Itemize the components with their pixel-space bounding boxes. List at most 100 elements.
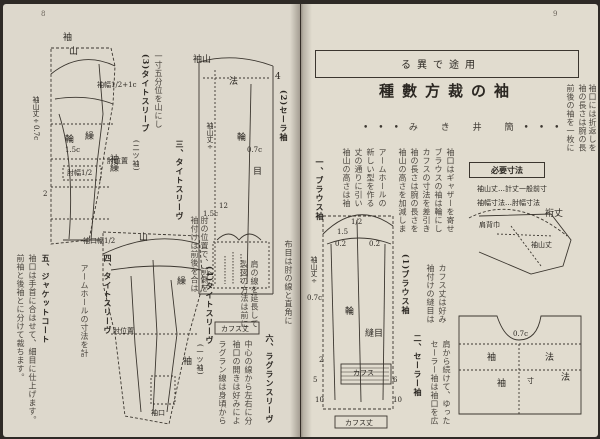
body-text: 肩から続けて、ゆったりと作ります。 xyxy=(442,340,451,425)
body-text: 袖口には折返しをつけます。 xyxy=(588,84,597,152)
body-text: 袖口はギャザーを寄せます。 xyxy=(446,148,455,233)
body-text: 袖付けの縫目は後側にします。 xyxy=(426,264,435,324)
blouse-sleeve-diagram xyxy=(322,214,394,429)
label-07c-right: 0.7c xyxy=(307,294,323,302)
body-text: アームホールの寸法にそって xyxy=(378,148,387,208)
required-dim-1: 袖山丈…計丈一般前寸 xyxy=(477,185,547,193)
heading-section-1: (1)ブラウス袖 xyxy=(401,254,411,316)
label-sleeve-dress: 袖 xyxy=(487,353,497,363)
label-ring-right: 輪 xyxy=(345,307,355,317)
label-cap-height-dress: 袖山丈 xyxy=(531,241,552,249)
body-text: 肩の線を延長して袖山を作り、 xyxy=(250,260,259,328)
label-sleeve-width: 袖幅1/2+1c xyxy=(97,81,137,89)
book-gutter xyxy=(290,4,312,437)
label-elbow-width: 肘幅1/2 xyxy=(67,169,93,177)
body-text: 新しい型を作るとき、袖の形は xyxy=(366,148,375,208)
required-dim-2: 袖幅寸法…肘幅寸法 xyxy=(477,199,540,207)
left-page-diagrams xyxy=(50,47,274,425)
body-text: 袖山の高さは袖山丈の寸法で、 xyxy=(342,148,351,208)
heading-section-3-sub: (二ツ袖) xyxy=(132,140,140,172)
body-text: 製図の方法は前に述べた通りですが、 xyxy=(240,260,249,328)
body-text: 袖口の開きは好みによって決めます。 xyxy=(232,340,241,425)
label-mountain: 山 xyxy=(69,47,79,57)
label-5: 5 xyxy=(313,376,318,384)
label-10a: 10 xyxy=(315,396,324,404)
body-text: 前後の袖を一枚に裁ちます。 xyxy=(566,84,575,152)
label-mountain-2: 山 xyxy=(139,233,149,243)
label-sleeve-dress-2: 袖 xyxy=(497,379,507,389)
page-number-left: 8 xyxy=(41,10,46,18)
label-6: 6 xyxy=(393,376,398,384)
label-07c-dress: 0.7c xyxy=(513,330,529,338)
heading-section-two: 二、セーラー袖 xyxy=(413,334,423,397)
label-fold: 輪 xyxy=(65,135,75,145)
label-15: 1.5c xyxy=(203,210,219,218)
body-text: 袖付けは前後を合はせて、前の方を少し控へます。 xyxy=(190,216,199,293)
label-size: 寸 xyxy=(527,377,534,385)
article-title: 種數方裁の袖 xyxy=(379,82,518,100)
label-elbow-position: 肘位置 xyxy=(107,157,128,165)
label-02b: 0.2 xyxy=(369,240,381,248)
subtitle-box xyxy=(315,50,579,78)
label-07c: 0.7c xyxy=(247,146,263,154)
label-cap-height-right: 袖山丈÷ xyxy=(310,256,318,285)
label-cap: 袖山 xyxy=(193,55,212,65)
tight-sleeve-diagram-bottom xyxy=(102,231,204,425)
author-line: •••み き 井 簡••• xyxy=(363,123,570,133)
label-cuff-width: 袖口幅1/2 xyxy=(83,237,116,245)
body-text: セーラー袖は袖口を広くします。 xyxy=(430,340,439,425)
label-12: 12 xyxy=(219,202,228,210)
heading-section-three: 三、タイトスリーヴ xyxy=(175,140,185,221)
body-text: カフス丈は好みで決めます。 xyxy=(438,264,447,324)
body-text: カフスの寸法を差引きます。 xyxy=(422,148,431,233)
article-subtitle: る異で途用 xyxy=(401,60,481,71)
label-armhole: 袖繰 xyxy=(108,154,118,172)
body-text: 一寸五分位を山にして、袖山丈を決め、袖幅を取ります。 xyxy=(154,52,163,129)
left-page: 8 xyxy=(3,4,300,437)
heading-section-four: 四、タイトスリーヴ xyxy=(103,254,113,335)
heading-section-six: 六、ラグランスリーヴ xyxy=(265,334,275,424)
dress-bodice-diagram xyxy=(458,208,582,415)
body-text: 中心の線から左右に分けて描きます。 xyxy=(244,340,253,425)
label-cuff-length-right: カフス丈 xyxy=(345,419,373,427)
label-sleeve-2: 袖 xyxy=(183,357,193,367)
heading-section-4: (4)タイトスリーヴ xyxy=(205,266,215,346)
label-seam: 目 xyxy=(253,167,263,177)
body-text: アームホールの寸法を計って、袖山の高さを加減します。 xyxy=(80,264,89,358)
heading-section-2: (2)セーラ袖 xyxy=(279,90,289,143)
body-text: 袖山の高さを加減します。 xyxy=(398,148,407,233)
label-curve: 繰 xyxy=(85,132,95,142)
label-method-dress-2: 法 xyxy=(561,373,571,383)
label-elbow-position-2: 肘位置 xyxy=(113,327,134,335)
body-text: 袖の長さは腕の長さを測り、 xyxy=(410,148,419,233)
label-sleeve-length: 裄丈 xyxy=(545,209,564,219)
body-text: 布目は肘の線と直角にします。 xyxy=(284,240,293,325)
label-10b: 10 xyxy=(393,396,402,404)
sailor-sleeve-diagram xyxy=(198,57,274,335)
label-15c: 1.5c xyxy=(65,146,81,154)
body-text: ラグラン線は身頃から続けて引きます。 xyxy=(218,340,227,425)
label-cap-height: 袖山丈÷ xyxy=(206,122,214,151)
required-dims-heading: 必要寸法 xyxy=(469,162,545,178)
label-15b: 1.5 xyxy=(337,228,349,236)
label-cuffs: カフス xyxy=(353,369,374,377)
label-4: 4 xyxy=(275,72,281,82)
label-2-right: 2 xyxy=(319,356,324,364)
label-curve-2: 繰 xyxy=(177,277,187,287)
right-page: 9 る異で途用 種數方裁の袖 •••み き 井 簡••• 必要寸法 袖山丈…計丈… xyxy=(301,4,598,437)
body-text: 丈の通りに引いて袖幅を決めます。 xyxy=(354,148,363,208)
heading-section-3: (3)タイトスリーブ xyxy=(141,54,151,134)
label-sleeve-cap-height: 袖山丈÷0.7c xyxy=(32,96,40,141)
label-02a: 0.2 xyxy=(335,240,347,248)
body-text: 袖口は手首に合はせて、細目に仕上げます。 xyxy=(28,254,37,424)
label-method-dress: 法 xyxy=(545,353,555,363)
label-half: 1/2 xyxy=(351,218,363,226)
body-text: 前袖と後袖とに分けて裁ちます。 xyxy=(16,254,25,382)
label-seam-right: 縫目 xyxy=(365,329,384,339)
right-page-diagrams xyxy=(322,208,582,429)
label-ring: 輪 xyxy=(237,133,247,143)
label-cuff: 袖口 xyxy=(151,409,165,417)
body-text: ブラウスの袖は輪にして裁ちます。 xyxy=(434,148,443,233)
page-number-right: 9 xyxy=(553,10,558,18)
